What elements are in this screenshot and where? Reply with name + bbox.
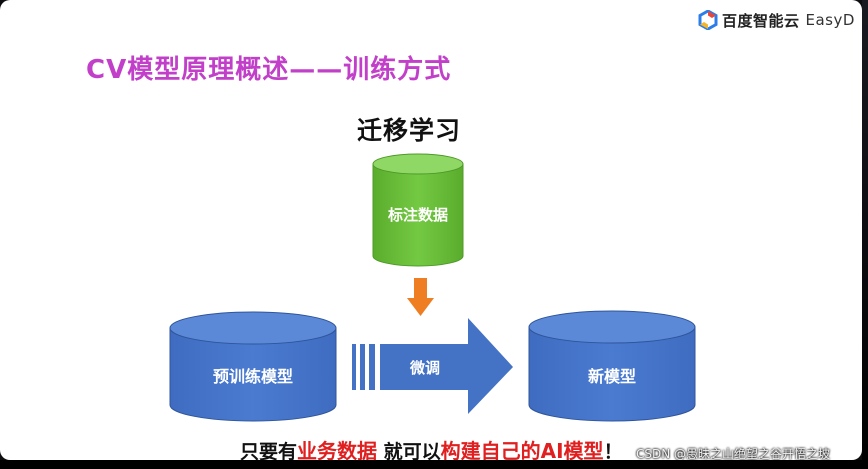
brand-name-en: EasyD bbox=[805, 11, 855, 29]
caption-part3: ！ bbox=[603, 441, 623, 460]
finetune-label: 微调 bbox=[409, 359, 440, 377]
new-model-cylinder: 新模型 bbox=[528, 310, 696, 422]
transfer-learning-diagram: 标注数据 预训练模型 微调 新模型 bbox=[169, 153, 696, 422]
pretrained-model-cylinder: 预训练模型 bbox=[169, 311, 337, 422]
caption-highlight-build-model: 构建自己的AI模型 bbox=[440, 439, 604, 460]
baidu-cloud-logo-icon bbox=[698, 10, 718, 30]
slide: 百度智能云 EasyD CV模型原理概述——训练方式 迁移学习 标注数据 bbox=[0, 0, 862, 460]
csdn-watermark: CSDN @愚昧之山绝望之谷开悟之坡 bbox=[636, 447, 831, 461]
caption-part2: 就可以 bbox=[377, 441, 441, 460]
brand-name-cn: 百度智能云 bbox=[722, 11, 800, 30]
down-arrow-icon bbox=[407, 278, 434, 316]
brand-logo: 百度智能云 EasyD bbox=[698, 6, 855, 34]
caption-part1: 只要有 bbox=[240, 441, 298, 460]
slide-title: CV模型原理概述——训练方式 bbox=[86, 55, 452, 85]
bottom-edge bbox=[0, 460, 868, 469]
labeled-data-label: 标注数据 bbox=[387, 206, 448, 224]
labeled-data-cylinder: 标注数据 bbox=[372, 153, 464, 267]
finetune-arrow: 微调 bbox=[352, 318, 513, 414]
caption-highlight-business-data: 业务数据 bbox=[297, 439, 378, 460]
slide-subtitle: 迁移学习 bbox=[357, 116, 462, 145]
window-edge bbox=[862, 0, 868, 469]
caption: 只要有业务数据 就可以构建自己的AI模型！ bbox=[240, 435, 623, 460]
pretrained-model-label: 预训练模型 bbox=[213, 367, 293, 386]
new-model-label: 新模型 bbox=[588, 367, 636, 386]
